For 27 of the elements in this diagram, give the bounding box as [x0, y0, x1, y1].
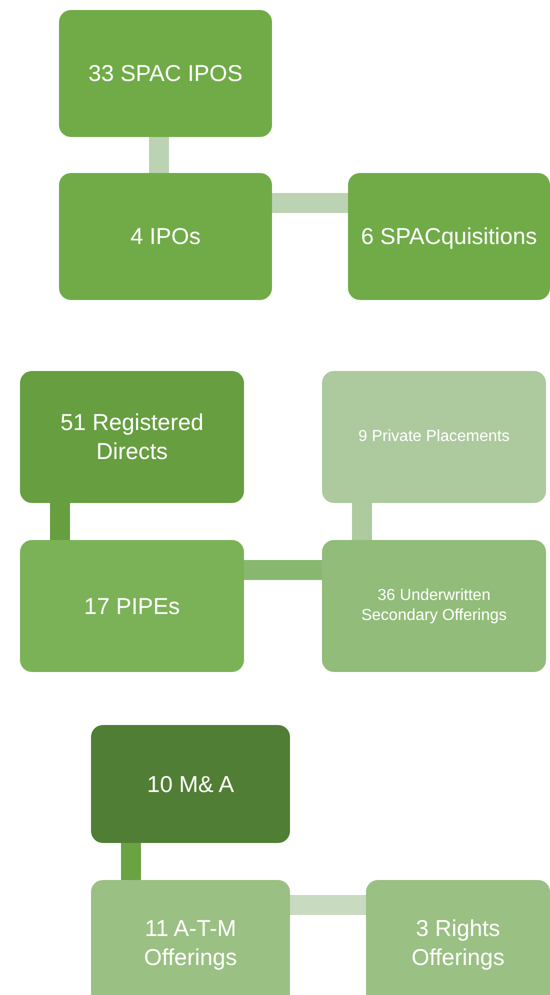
category-box [91, 725, 290, 843]
category-box [59, 173, 272, 300]
box-label: 3 Rights Offerings [410, 914, 506, 972]
box-label: 9 Private Placements [358, 427, 510, 447]
connector-bar [50, 503, 70, 540]
connector-bar [352, 503, 372, 540]
category-box [366, 880, 550, 995]
box-label: 51 Registered Directs [59, 408, 205, 466]
category-box [20, 371, 244, 503]
category-box [91, 880, 290, 995]
connector-bar [272, 193, 348, 213]
box-label: 11 A-T-M Offerings [143, 914, 238, 972]
box-label: 36 Underwritten Secondary Offerings [360, 586, 508, 626]
category-box [322, 540, 546, 672]
box-label: 10 M& A [147, 770, 234, 798]
category-box [322, 371, 546, 503]
category-box [20, 540, 244, 672]
connector-bar [149, 137, 169, 173]
category-box [348, 173, 550, 300]
connector-bar [290, 895, 366, 915]
connector-bar [244, 560, 322, 580]
box-label: 17 PIPEs [84, 592, 180, 620]
box-label: 6 SPACquisitions [361, 222, 537, 251]
box-label: 4 IPOs [130, 222, 201, 251]
category-box [59, 10, 272, 137]
connector-bar [121, 843, 141, 880]
box-label: 33 SPAC IPOS [88, 59, 243, 88]
